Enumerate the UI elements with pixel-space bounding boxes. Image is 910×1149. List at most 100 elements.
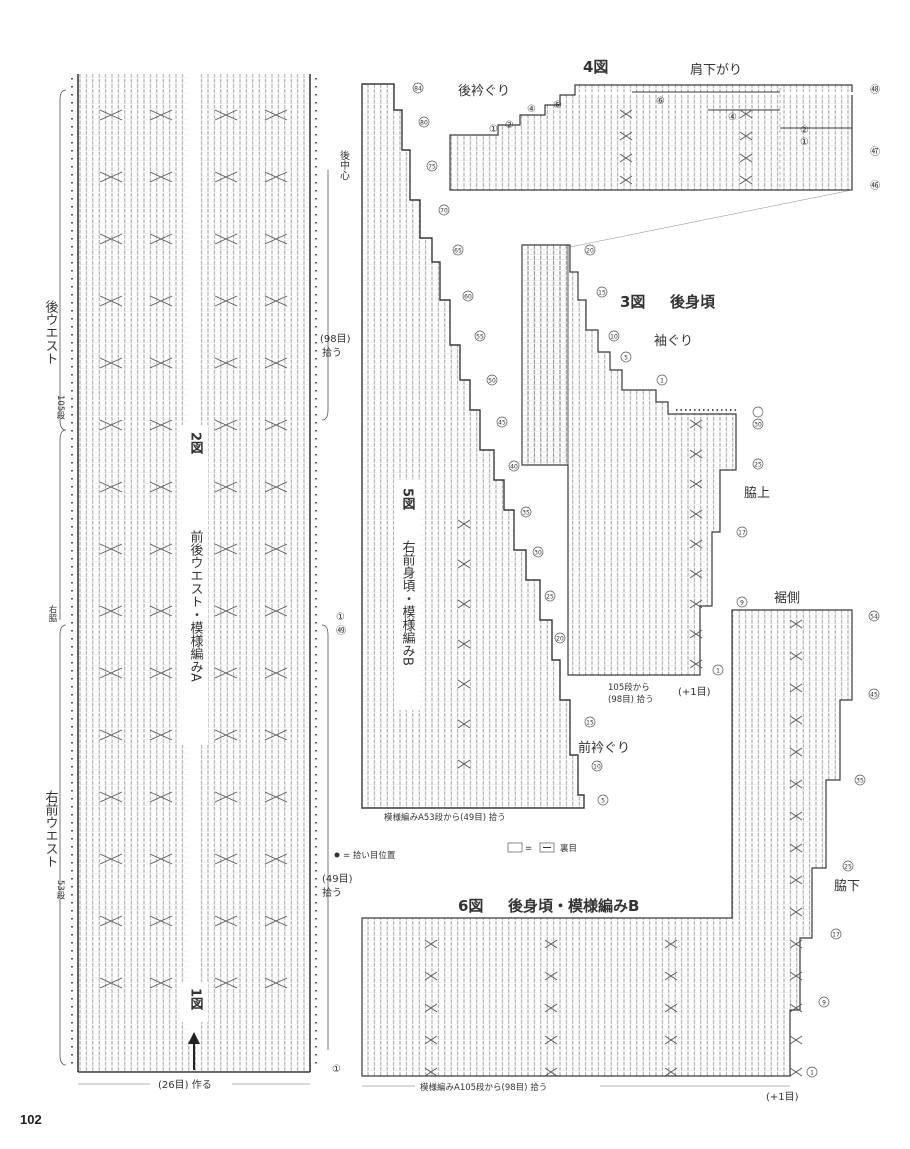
- fig4-mark-6b: ⑥: [656, 96, 665, 107]
- row-marker-icon: [596, 286, 608, 298]
- cable-cross-icon: [264, 171, 288, 183]
- right-front-waist-label: 右前ウエスト: [43, 790, 59, 868]
- fig5-subtitle: 右前身頃・模様編みB: [400, 540, 416, 666]
- fig4-mark-2b: ②: [800, 125, 809, 136]
- row-marker-icon: [830, 928, 842, 940]
- cable-cross-icon: [149, 233, 173, 245]
- cable-cross-icon: [789, 811, 803, 821]
- cable-cross-icon: [149, 667, 173, 679]
- row-marker-icon: [554, 632, 566, 644]
- row-marker-label: 80: [420, 120, 428, 127]
- row-marker-icon: [426, 160, 438, 172]
- row-marker-icon: [752, 406, 764, 418]
- cable-cross-icon: [264, 729, 288, 741]
- cable-cross-icon: [689, 419, 703, 429]
- cable-cross-icon: [789, 747, 803, 757]
- fig5-title: 5図: [400, 488, 416, 511]
- cable-cross-icon: [214, 667, 238, 679]
- row-53-mark: ㊾: [336, 625, 346, 637]
- row-marker-label: 35: [856, 778, 864, 785]
- fig4-row-46: ㊻: [870, 180, 880, 192]
- fig4-mark-4a: ④: [527, 104, 536, 115]
- cable-cross-icon: [789, 715, 803, 725]
- pick-up-label: 拾う: [322, 346, 342, 359]
- row-marker-label: 50: [488, 378, 496, 385]
- back-center-label: 後中心: [338, 149, 350, 180]
- cable-cross-icon: [689, 479, 703, 489]
- cable-cross-icon: [689, 659, 703, 669]
- pick98-label: (98目): [320, 334, 351, 345]
- cable-cross-icon: [214, 357, 238, 369]
- cable-cross-icon: [544, 1003, 558, 1013]
- pick-up2-label: 拾う: [322, 886, 342, 899]
- cable-cross-icon: [214, 171, 238, 183]
- cable-cross-icon: [99, 295, 123, 307]
- cable-cross-icon: [149, 171, 173, 183]
- cable-cross-icon: [739, 109, 753, 119]
- row-marker-icon: [608, 330, 620, 342]
- row-marker-icon: [496, 416, 508, 428]
- cable-cross-icon: [264, 109, 288, 121]
- cable-cross-icon: [149, 295, 173, 307]
- row-marker-label: 9: [740, 600, 744, 607]
- row-marker-icon: [418, 116, 430, 128]
- cable-cross-icon: [457, 559, 471, 569]
- row-marker-label: 30: [534, 550, 542, 557]
- cable-cross-icon: [424, 939, 438, 949]
- cable-cross-icon: [264, 977, 288, 989]
- cable-cross-icon: [99, 543, 123, 555]
- cable-cross-icon: [264, 915, 288, 927]
- cable-cross-icon: [264, 543, 288, 555]
- cable-cross-icon: [789, 1035, 803, 1045]
- row-marker-label: 9: [822, 1000, 826, 1007]
- cable-cross-icon: [99, 667, 123, 679]
- cable-cross-icon: [149, 543, 173, 555]
- cable-cross-icon: [739, 175, 753, 185]
- cast-on-label: (26目) 作る: [158, 1079, 212, 1091]
- fig1-title: 1図: [188, 988, 204, 1011]
- cable-cross-icon: [664, 1035, 678, 1045]
- cable-cross-icon: [789, 1067, 803, 1077]
- fig4-mark-1b: ①: [800, 137, 809, 148]
- fig4-mark-4b: ④: [728, 112, 737, 123]
- row-marker-icon: [752, 418, 764, 430]
- cable-cross-icon: [214, 729, 238, 741]
- legend-dot-label: = 拾い目位置: [343, 850, 396, 861]
- fig2-labels: 後ウエスト 105段 右前ウエスト 53段 右脇 後中心 (98目) 拾う (4…: [43, 149, 353, 1091]
- row-marker-icon: [818, 996, 830, 1008]
- cable-cross-icon: [689, 629, 703, 639]
- fig6-plus1: (+1目): [766, 1092, 799, 1103]
- row-marker-label: 20: [556, 636, 564, 643]
- row-marker-label: 65: [454, 248, 462, 255]
- row-marker-label: 10: [610, 334, 618, 341]
- cable-cross-icon: [457, 519, 471, 529]
- cable-cross-icon: [544, 971, 558, 981]
- cable-cross-icon: [544, 1067, 558, 1077]
- right-side-label: 右脇: [47, 604, 57, 623]
- cable-cross-icon: [264, 419, 288, 431]
- cable-cross-icon: [214, 419, 238, 431]
- row-marker-label: 1: [660, 378, 664, 385]
- cable-cross-icon: [789, 651, 803, 661]
- cable-cross-icon: [619, 153, 633, 163]
- cable-cross-icon: [424, 1067, 438, 1077]
- cable-cross-icon: [149, 729, 173, 741]
- cable-cross-icon: [264, 667, 288, 679]
- cable-crosses: [99, 109, 288, 989]
- cable-cross-icon: [149, 791, 173, 803]
- fig5-right-front-chart: 5図 右前身頃・模様編みB 前衿ぐり 模様編みA53段から(49目) 拾う 84…: [361, 82, 630, 823]
- row-marker-icon: [520, 506, 532, 518]
- hem-side-label: 裾側: [774, 591, 800, 606]
- page-number: 102: [20, 1112, 42, 1127]
- cable-cross-icon: [149, 853, 173, 865]
- row-marker-icon: [868, 610, 880, 622]
- cable-cross-icon: [789, 779, 803, 789]
- cable-cross-icon: [664, 939, 678, 949]
- fig4-mark-6a: ⑥: [553, 100, 562, 111]
- pick49-label: (49目): [322, 874, 353, 885]
- row-marker-icon: [544, 590, 556, 602]
- cable-cross-icon: [544, 939, 558, 949]
- cable-cross-icon: [424, 1035, 438, 1045]
- cable-cross-icon: [264, 605, 288, 617]
